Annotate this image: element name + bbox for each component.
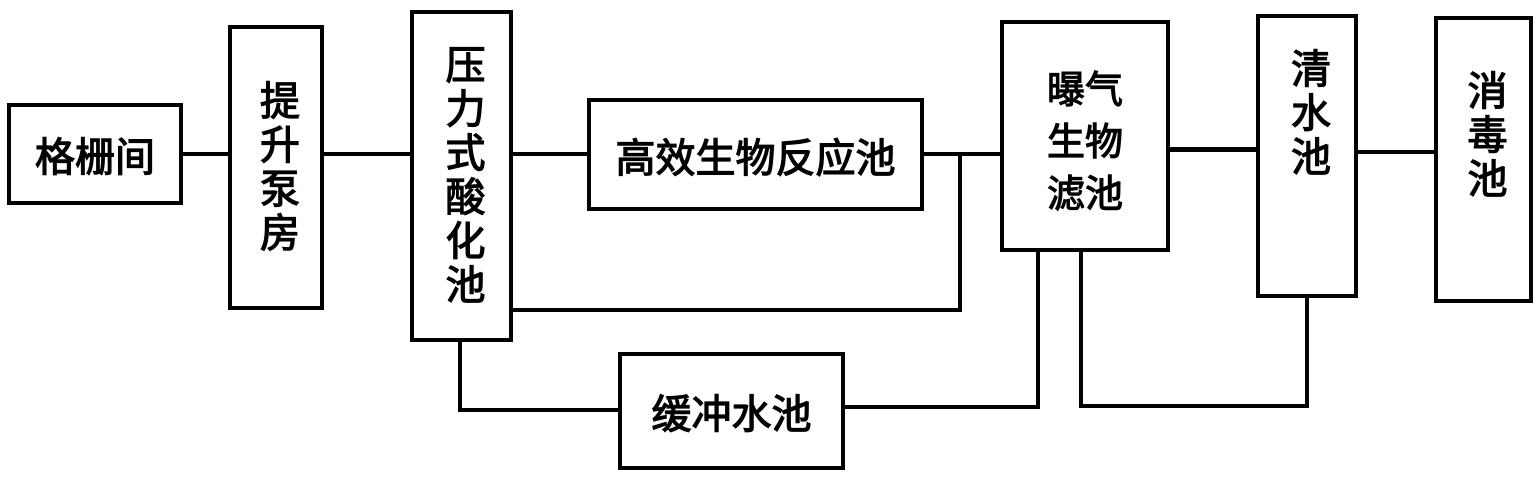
pump-house-box: 提升泵房 — [228, 25, 324, 310]
connector-acidification-buffer-horizontal — [458, 408, 620, 412]
connector-acidification-bioreactor — [511, 152, 589, 156]
clear-water-tank-box: 清水池 — [1256, 14, 1358, 298]
clear-water-tank-label: 清水池 — [1284, 48, 1330, 180]
connector-bioreactor-baf — [922, 152, 1002, 156]
grille-chamber-box: 格栅间 — [7, 103, 183, 205]
connector-buffer-baf-vertical — [1036, 250, 1040, 409]
disinfection-tank-box: 消毒池 — [1434, 16, 1533, 303]
aerated-biofilter-label: 曝气 生物 滤池 — [1047, 64, 1123, 220]
aerated-biofilter-label-line2: 生物 — [1046, 120, 1123, 164]
connector-acidification-buffer-vertical — [458, 340, 462, 412]
buffer-tank-box: 缓冲水池 — [618, 352, 845, 470]
connector-clearwater-disinfection — [1356, 150, 1436, 154]
connector-pump-acidification — [322, 152, 412, 156]
aerated-biofilter-label-line3: 滤池 — [1046, 172, 1123, 216]
aerated-biofilter-box: 曝气 生物 滤池 — [1000, 20, 1170, 252]
aerated-biofilter-label-line1: 曝气 — [1046, 68, 1123, 112]
connector-baf-return-vertical — [1079, 250, 1083, 408]
connector-buffer-baf-horizontal — [843, 405, 1040, 409]
connector-bypass-horizontal — [511, 308, 962, 312]
bioreactor-box: 高效生物反应池 — [587, 98, 924, 211]
pump-house-label: 提升泵房 — [253, 79, 299, 256]
grille-chamber-label: 格栅间 — [35, 135, 155, 181]
connector-bypass-vertical — [958, 152, 962, 312]
disinfection-tank-label: 消毒池 — [1460, 70, 1507, 202]
connector-baf-clearwater — [1168, 147, 1258, 152]
buffer-tank-label: 缓冲水池 — [651, 392, 812, 438]
acidification-tank-box: 压力式酸化池 — [410, 10, 513, 342]
acidification-tank-label: 压力式酸化池 — [438, 44, 485, 308]
connector-return-horizontal — [1079, 404, 1309, 408]
connector-clearwater-return-vertical — [1305, 296, 1309, 408]
bioreactor-label: 高效生物反应池 — [615, 135, 896, 182]
connector-grille-pump — [181, 152, 230, 156]
